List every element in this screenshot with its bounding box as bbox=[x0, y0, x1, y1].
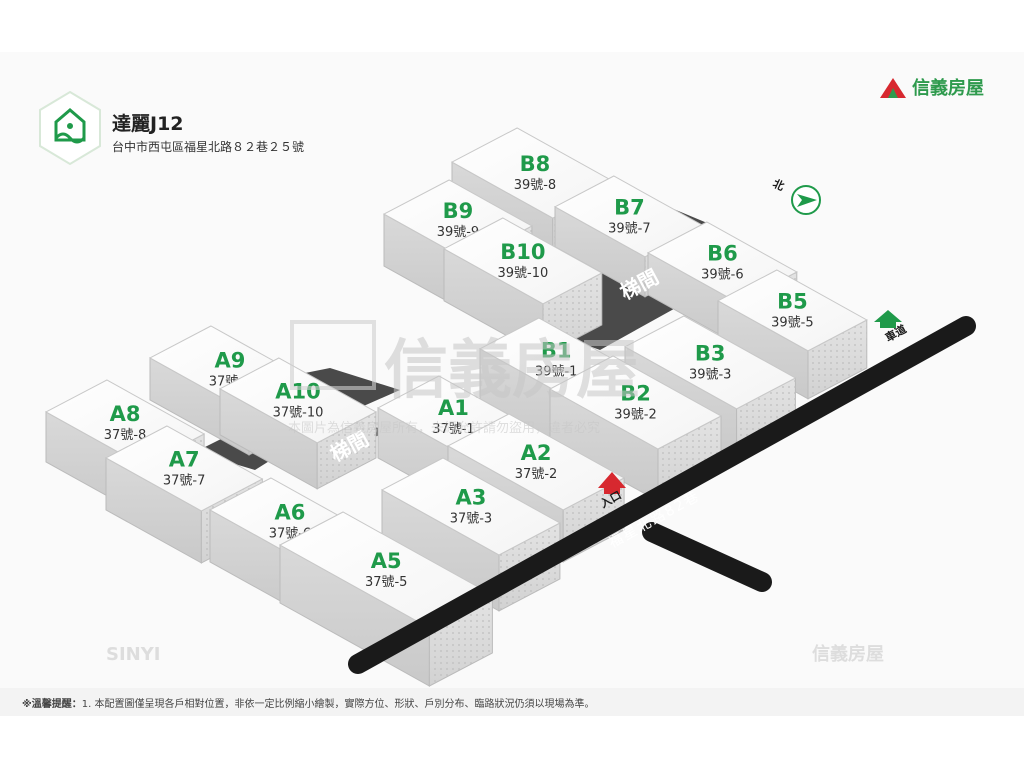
unit-label: B6 bbox=[707, 241, 738, 265]
unit-number: 37號-2 bbox=[515, 467, 558, 482]
unit-number: 39號-10 bbox=[498, 266, 549, 281]
unit-number: 37號-1 bbox=[432, 422, 475, 437]
unit-number: 37號-7 bbox=[163, 473, 206, 488]
unit-label: B2 bbox=[620, 382, 651, 406]
brand-name: 信義房屋 bbox=[912, 78, 984, 99]
unit-label: A10 bbox=[275, 379, 320, 403]
watermark-logo-text: 信義房屋 bbox=[384, 334, 640, 408]
unit-label: B9 bbox=[443, 199, 474, 223]
watermark-corner-left: SINYI bbox=[106, 644, 160, 665]
unit-label: A7 bbox=[169, 447, 200, 471]
unit-label: A9 bbox=[215, 348, 246, 372]
footer-bar: ※溫馨提醒：1. 本配置圖僅呈現各戶相對位置，非依一定比例縮小繪製，實際方位、形… bbox=[0, 688, 1024, 716]
unit-number: 39號-2 bbox=[614, 408, 657, 423]
watermark: 信義房屋 本圖片為信義房屋所有，未經允許請勿盜用，違者必究 SINYI 信義房屋 bbox=[106, 320, 884, 665]
unit-top-face bbox=[716, 269, 868, 352]
unit-top-face bbox=[104, 425, 264, 512]
unit-label: A2 bbox=[521, 441, 552, 465]
footer-prefix: ※溫馨提醒： bbox=[22, 699, 82, 710]
footer-text: 1. 本配置圖僅呈現各戶相對位置，非依一定比例縮小繪製，實際方位、形狀、戶別分布… bbox=[81, 699, 595, 710]
unit-label: A1 bbox=[438, 396, 469, 420]
unit-top-face bbox=[548, 355, 723, 450]
unit-number: 37號-10 bbox=[273, 405, 324, 420]
unit-number: 39號-8 bbox=[514, 178, 557, 193]
north-arrow-icon bbox=[797, 194, 817, 207]
unit-number: 39號-6 bbox=[701, 267, 744, 282]
unit-number: 37號-5 bbox=[365, 575, 408, 590]
unit-label: B8 bbox=[520, 152, 551, 176]
unit-window-pattern bbox=[808, 320, 867, 399]
footer-note: ※溫馨提醒：1. 本配置圖僅呈現各戶相對位置，非依一定比例縮小繪製，實際方位、形… bbox=[22, 695, 594, 710]
brand-mark-icon bbox=[880, 78, 906, 98]
unit-label: B5 bbox=[777, 289, 808, 313]
community-logo bbox=[39, 90, 101, 166]
unit-blocks: B839號-8B939號-9B739號-7B1039號-10B639號-6B53… bbox=[44, 127, 868, 687]
unit-top-face bbox=[442, 217, 603, 305]
unit-number: 37號-8 bbox=[104, 428, 147, 443]
community-name: 達麗J12 bbox=[112, 113, 184, 135]
unit-top-face bbox=[446, 413, 626, 511]
unit-number: 39號-1 bbox=[535, 364, 578, 379]
unit-label: B3 bbox=[695, 341, 726, 365]
road-main: 福星北路82巷 bbox=[348, 316, 976, 674]
driveway-arrow-icon bbox=[874, 310, 902, 328]
unit-label: B1 bbox=[541, 338, 572, 362]
unit-a10: A10 37號-10 bbox=[218, 357, 378, 490]
unit-top-face bbox=[380, 457, 561, 556]
unit-window-pattern bbox=[429, 595, 493, 686]
north-indicator: 北 bbox=[771, 176, 821, 215]
title-block: 達麗J12 台中市西屯區福星北路８２巷２５號 bbox=[112, 112, 304, 155]
watermark-logo-icon bbox=[290, 320, 376, 390]
unit-top-face bbox=[623, 315, 797, 410]
watermark-notice: 本圖片為信義房屋所有，未經允許請勿盜用，違者必究 bbox=[288, 420, 600, 436]
unit-window-pattern bbox=[317, 412, 376, 489]
unit-number: 39號-5 bbox=[771, 315, 814, 330]
unit-label: A3 bbox=[456, 485, 487, 509]
unit-label: B7 bbox=[614, 195, 645, 219]
unit-number: 39號-3 bbox=[689, 367, 732, 382]
unit-number: 37號-3 bbox=[450, 511, 493, 526]
unit-label: B10 bbox=[500, 240, 545, 264]
unit-number: 39號-7 bbox=[608, 221, 651, 236]
north-label: 北 bbox=[771, 176, 787, 193]
unit-top-face bbox=[218, 357, 378, 444]
brand-logo: 信義房屋 bbox=[880, 74, 984, 100]
entrance-arrow-icon bbox=[598, 472, 626, 494]
unit-label: A8 bbox=[110, 402, 141, 426]
unit-label: A6 bbox=[275, 500, 306, 524]
unit-label: A5 bbox=[371, 549, 402, 573]
community-address: 台中市西屯區福星北路８２巷２５號 bbox=[112, 140, 305, 154]
watermark-corner-right: 信義房屋 bbox=[812, 643, 884, 665]
